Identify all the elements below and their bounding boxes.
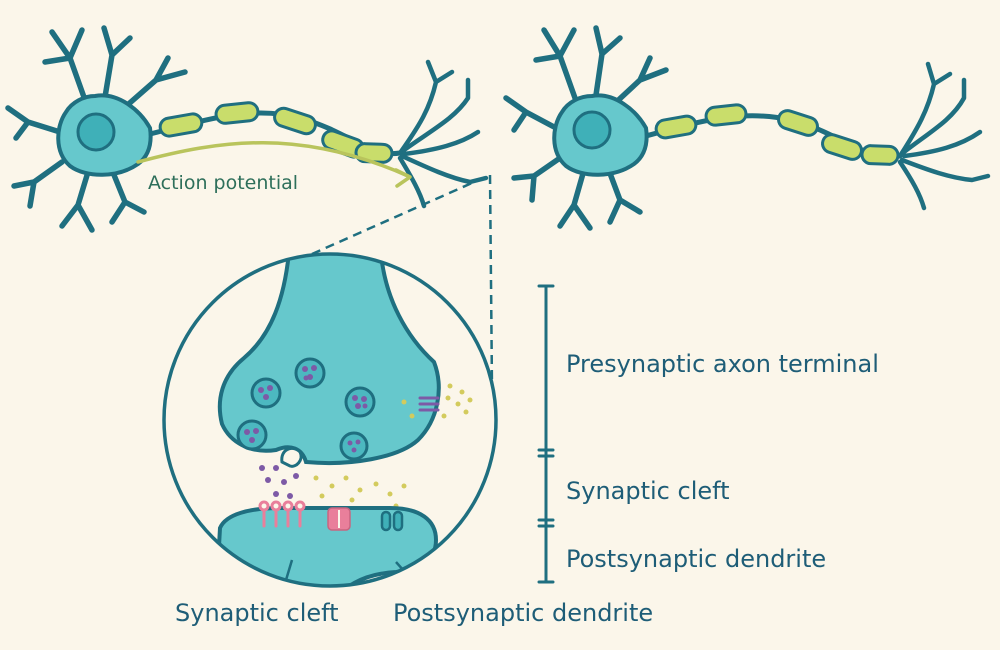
legend-brackets [537,284,555,584]
postsynaptic-receptors [258,500,306,528]
channel-ions [401,383,473,419]
left-neuron [5,25,489,233]
left-axon-terminals [397,59,489,209]
right-neuron-dendrites [503,25,669,231]
synaptic-cleft-label: Synaptic cleft [566,477,730,505]
pointer-postsynaptic-dendrite [395,561,431,586]
synaptic-vesicles [236,357,376,461]
neurotransmitters-purple [259,465,299,499]
right-axon-terminals [897,61,991,211]
left-myelin-sheaths [158,101,394,164]
bottom-synaptic-cleft-label: Synaptic cleft [175,599,339,627]
bottom-postsynaptic-label: Postsynaptic dendrite [393,599,654,627]
right-nucleus [572,110,612,150]
action-potential-label: Action potential [148,172,299,194]
postsynaptic-label: Postsynaptic dendrite [566,545,827,573]
left-neuron-dendrites [5,25,188,233]
fusing-vesicle [280,446,303,468]
zoom-callout-lines [311,173,494,389]
left-nucleus [76,112,116,152]
presynaptic-label: Presynaptic axon terminal [566,350,879,378]
action-potential-arrow [136,141,412,188]
right-neuron [503,25,991,231]
right-myelin-sheaths [654,103,900,166]
vesicle-contents [244,365,368,453]
presynaptic-ion-channel [418,396,440,412]
magnifier-ring [162,252,498,588]
postsynaptic-ion-channel [380,510,404,532]
synapse-magnifier [162,252,498,588]
